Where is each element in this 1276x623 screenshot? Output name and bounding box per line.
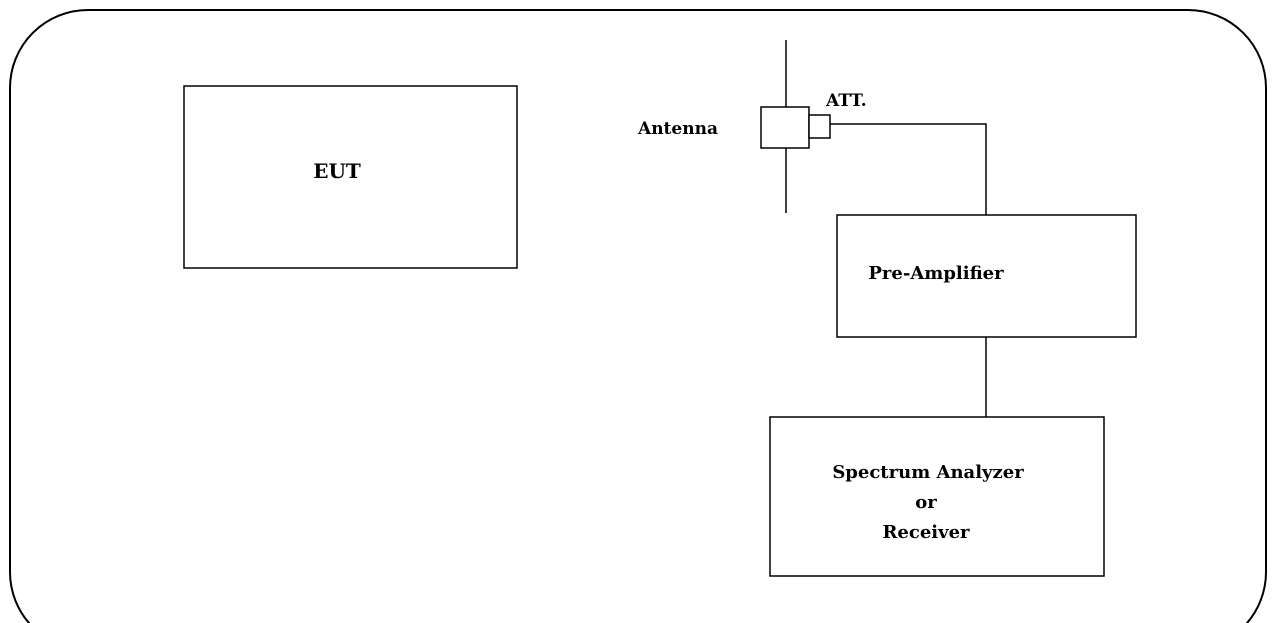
attenuator-block: ATT. xyxy=(808,91,867,139)
analyzer-label-line3: Receiver xyxy=(882,522,970,543)
analyzer-label-line2: or xyxy=(915,492,937,513)
antenna-element xyxy=(760,106,810,149)
eut-box xyxy=(183,85,518,269)
outer-frame xyxy=(9,9,1267,623)
antenna-label: Antenna xyxy=(637,119,718,139)
spectrum-analyzer-block: Spectrum Analyzer or Receiver xyxy=(769,416,1105,577)
analyzer-label-line1: Spectrum Analyzer xyxy=(832,462,1024,483)
attenuator-label: ATT. xyxy=(825,91,867,111)
eut-label: EUT xyxy=(313,159,361,183)
spectrum-analyzer-box xyxy=(769,416,1105,577)
antenna-block: Antenna xyxy=(637,40,810,213)
cable-att-to-preamp xyxy=(830,123,987,215)
eut-block: EUT xyxy=(183,85,518,269)
attenuator-box xyxy=(808,114,831,139)
pre-amplifier-block: Pre-Amplifier xyxy=(836,214,1137,338)
pre-amplifier-box xyxy=(836,214,1137,338)
pre-amplifier-label: Pre-Amplifier xyxy=(868,263,1004,284)
